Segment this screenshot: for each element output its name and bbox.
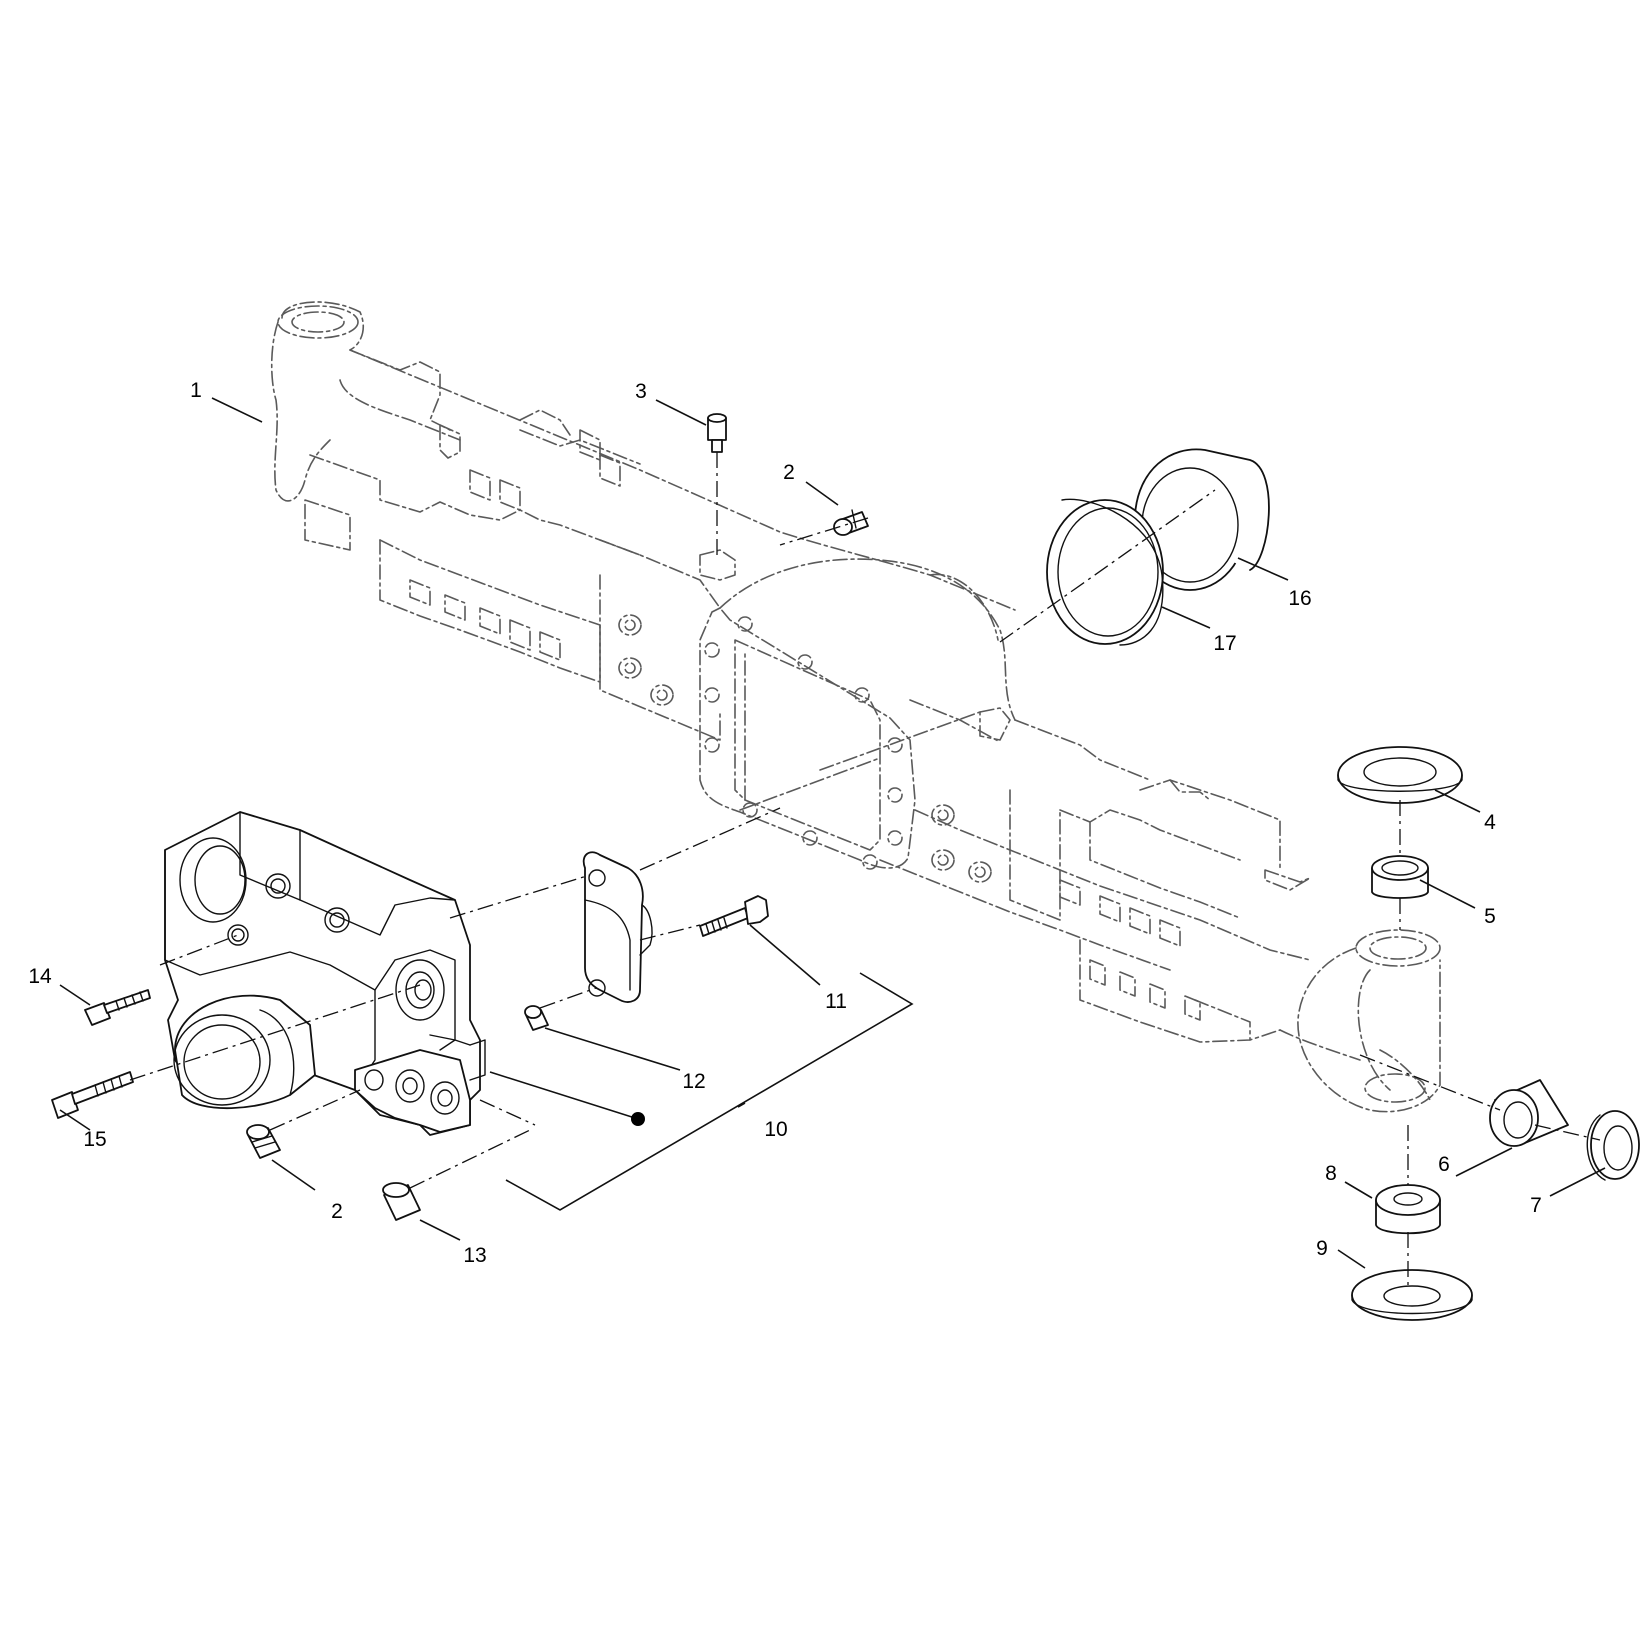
callout-4: 4 [1484,811,1496,834]
plug-2-lower [246,1124,281,1159]
callout-6: 6 [1438,1153,1450,1176]
bolt-15 [51,1071,134,1119]
bushing-12 [524,1005,549,1031]
washer-9 [1351,1269,1473,1321]
seal-7 [1586,1110,1640,1181]
seal-ring-17 [1046,498,1164,646]
leader-lines [59,397,1606,1269]
axle-housing-phantom [270,301,1441,1113]
callout-17: 17 [1213,632,1236,655]
callout-labels: 1 2 2 3 4 5 6 7 8 9 10 11 12 13 14 15 16… [28,379,1542,1267]
callout-14: 14 [28,965,52,988]
callout-2-lower: 2 [331,1200,343,1223]
bushing-6 [1489,1079,1569,1147]
bushing-5 [1371,855,1429,899]
assembly-center-lines [129,452,1601,1290]
callout-5: 5 [1484,905,1496,928]
reference-dot [631,1112,645,1126]
callout-11: 11 [825,990,847,1013]
callout-8: 8 [1325,1162,1337,1185]
callout-16: 16 [1288,587,1311,610]
callout-12: 12 [682,1070,705,1093]
bolt-14 [84,989,151,1026]
bushing-8 [1375,1184,1441,1235]
plug-2-upper [833,509,869,536]
steering-knuckle-housing [164,811,486,1136]
king-pin-cap [582,851,653,1003]
callout-7: 7 [1530,1194,1542,1217]
pin-13 [382,1182,421,1221]
group-10-bracket [505,972,914,1211]
callout-13: 13 [463,1244,486,1267]
callout-9: 9 [1316,1237,1328,1260]
callout-10: 10 [764,1118,787,1141]
callout-2-upper: 2 [783,461,795,484]
bolt-11 [699,895,769,937]
callout-3: 3 [635,380,647,403]
callout-1: 1 [190,379,202,402]
callout-15: 15 [83,1128,106,1151]
thrust-washer-4 [1337,746,1463,804]
breather-3 [707,413,727,453]
